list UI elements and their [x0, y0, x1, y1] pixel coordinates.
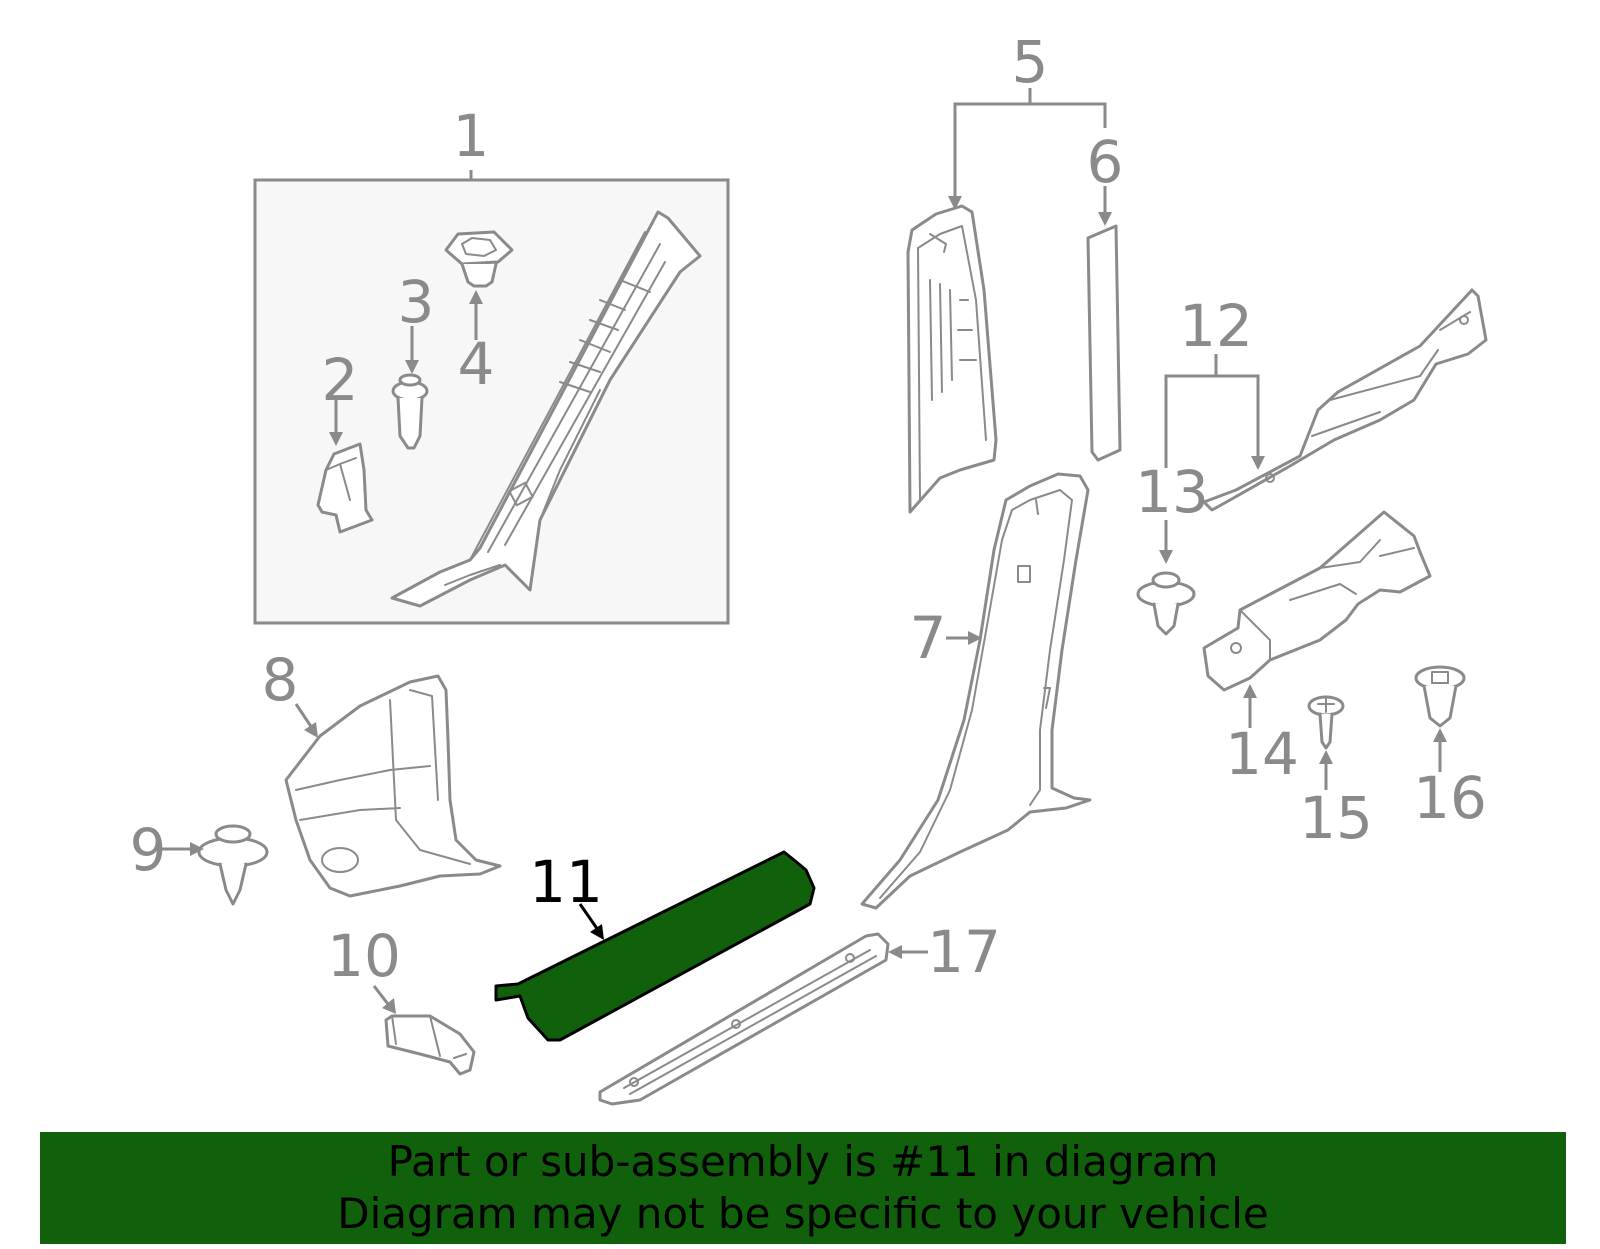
callout-2[interactable]: 2: [322, 346, 359, 414]
part-15-screw: [1307, 695, 1345, 790]
callout-11-highlighted[interactable]: 11: [529, 848, 603, 916]
callout-17[interactable]: 17: [927, 918, 1001, 986]
part-13-clip: [1136, 520, 1196, 636]
caption-bar: Part or sub-assembly is #11 in diagram D…: [40, 1132, 1566, 1244]
part-17-door-sill-plate: [598, 932, 928, 1106]
callout-10[interactable]: 10: [327, 922, 401, 990]
leader-bracket-parts-5-6: [948, 88, 1112, 226]
caption-line-part-reference: Part or sub-assembly is #11 in diagram: [387, 1137, 1219, 1186]
callout-9[interactable]: 9: [130, 816, 167, 884]
part-6-weatherstrip: [1086, 224, 1122, 462]
callout-8[interactable]: 8: [262, 646, 299, 714]
part-5-b-pillar-upper-trim: [906, 204, 998, 514]
caption-bar-background: [40, 1132, 1566, 1244]
callout-14[interactable]: 14: [1225, 720, 1299, 788]
caption-line-disclaimer: Diagram may not be specific to your vehi…: [337, 1189, 1269, 1238]
leader-bracket-part-12: [1164, 354, 1265, 470]
callout-7[interactable]: 7: [910, 604, 947, 672]
callout-5[interactable]: 5: [1012, 28, 1049, 96]
callout-3[interactable]: 3: [398, 268, 435, 336]
callout-12[interactable]: 12: [1179, 292, 1253, 360]
part-10-small-bracket: [372, 985, 476, 1076]
part-11-scuff-plate-highlighted: [494, 850, 816, 1042]
part-7-b-pillar-lower-trim: [860, 472, 1092, 910]
callout-15[interactable]: 15: [1299, 784, 1373, 852]
part-12-sill-bracket: [1202, 288, 1488, 512]
part-1-a-pillar-trim: [390, 210, 702, 608]
part-16-nut-clip: [1414, 665, 1466, 772]
part-2-clip-bracket: [316, 400, 374, 534]
part-4-retainer-clip: [444, 230, 514, 340]
part-8-kick-panel: [284, 674, 502, 898]
part-9-clip: [160, 824, 269, 906]
callout-4[interactable]: 4: [458, 330, 495, 398]
part-14-mounting-bracket: [1202, 510, 1432, 728]
callout-6[interactable]: 6: [1087, 128, 1124, 196]
callout-1[interactable]: 1: [453, 102, 490, 170]
callout-16[interactable]: 16: [1413, 764, 1487, 832]
part-3-push-pin: [391, 326, 429, 450]
callout-13[interactable]: 13: [1135, 458, 1209, 526]
